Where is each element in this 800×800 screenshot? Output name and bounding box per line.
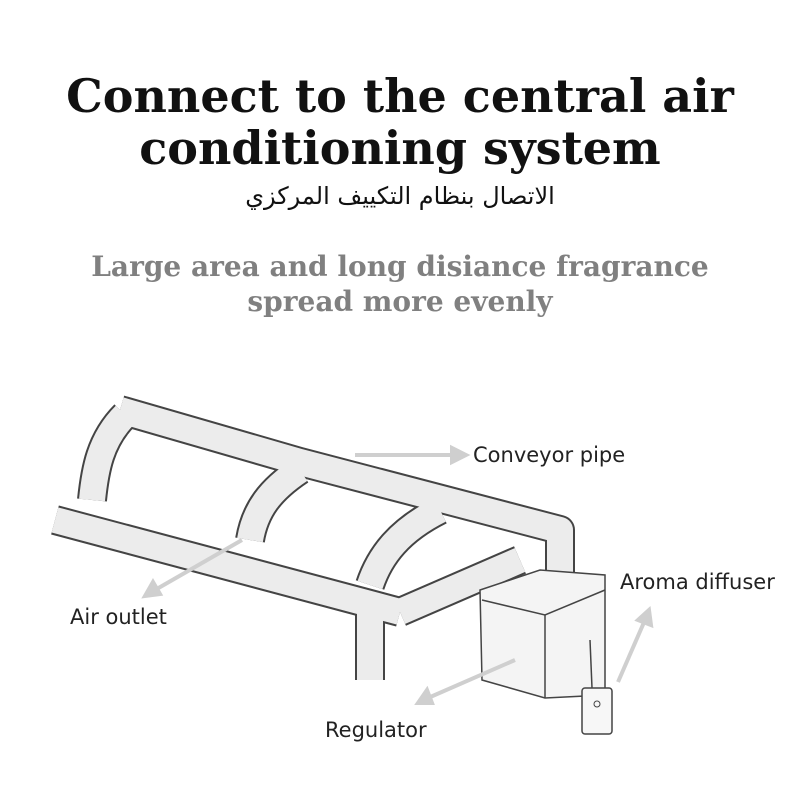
label-regulator: Regulator — [325, 718, 427, 742]
arrows — [141, 444, 654, 705]
label-conveyor-pipe: Conveyor pipe — [473, 443, 626, 467]
aroma-diffuser-device — [581, 687, 613, 735]
subtitle-line-1: Large area and long disiance fragrance — [91, 250, 709, 283]
duct-fill — [51, 397, 573, 680]
regulator-box — [479, 569, 606, 699]
title-line-1: Connect to the central air — [66, 69, 734, 123]
label-air-outlet: Air outlet — [70, 605, 167, 629]
title-line-2: conditioning system — [139, 121, 661, 175]
subtitle-line-2: spread more evenly — [247, 285, 553, 318]
label-aroma-diffuser: Aroma diffuser — [620, 570, 775, 594]
arabic-subtitle: الاتصال بنظام التكييف المركزي — [245, 182, 555, 210]
